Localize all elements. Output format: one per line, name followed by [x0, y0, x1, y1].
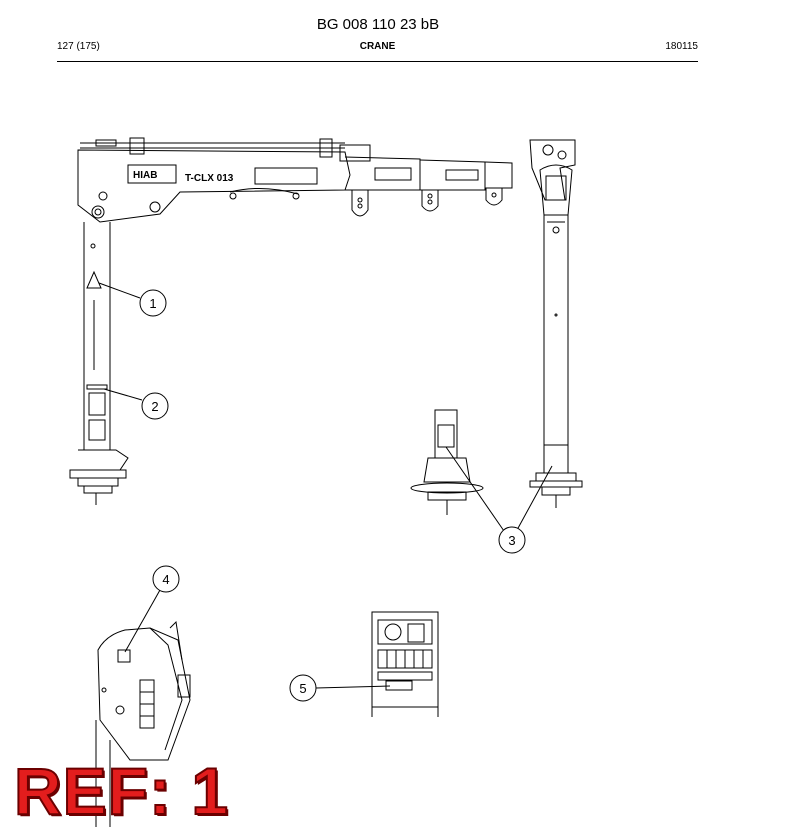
- ref-stamp: REF: 1: [13, 754, 230, 828]
- section-title: CRANE: [359, 41, 396, 52]
- boom-joint-detail: [95, 620, 191, 827]
- pedestal-detail: [410, 409, 484, 515]
- callout-3: 3: [445, 446, 553, 554]
- header-divider: [57, 61, 698, 62]
- callout-1: 1: [98, 282, 167, 317]
- document-id: BG 008 110 23 bB: [316, 16, 440, 33]
- control-box-detail: [371, 611, 439, 717]
- svg-text:2: 2: [151, 399, 158, 414]
- brand-plate: [127, 164, 177, 184]
- callout-2: 2: [103, 388, 169, 420]
- svg-text:1: 1: [149, 296, 156, 311]
- svg-text:3: 3: [508, 533, 515, 548]
- callout-4: 4: [124, 565, 180, 653]
- callout-5: 5: [289, 674, 391, 702]
- page-header: 127 (175) CRANE 180115: [57, 41, 698, 55]
- crane-side-view: HIAB T-CLX 013: [69, 137, 513, 505]
- crane-front-view: [529, 139, 583, 508]
- brand-label: HIAB: [133, 170, 157, 181]
- date-code: 180115: [665, 41, 698, 52]
- page-number: 127 (175): [57, 41, 100, 52]
- svg-text:5: 5: [299, 681, 306, 696]
- svg-text:4: 4: [162, 572, 169, 587]
- boom-model-label: T-CLX 013: [185, 173, 234, 184]
- warning-triangle-icon: [86, 270, 102, 289]
